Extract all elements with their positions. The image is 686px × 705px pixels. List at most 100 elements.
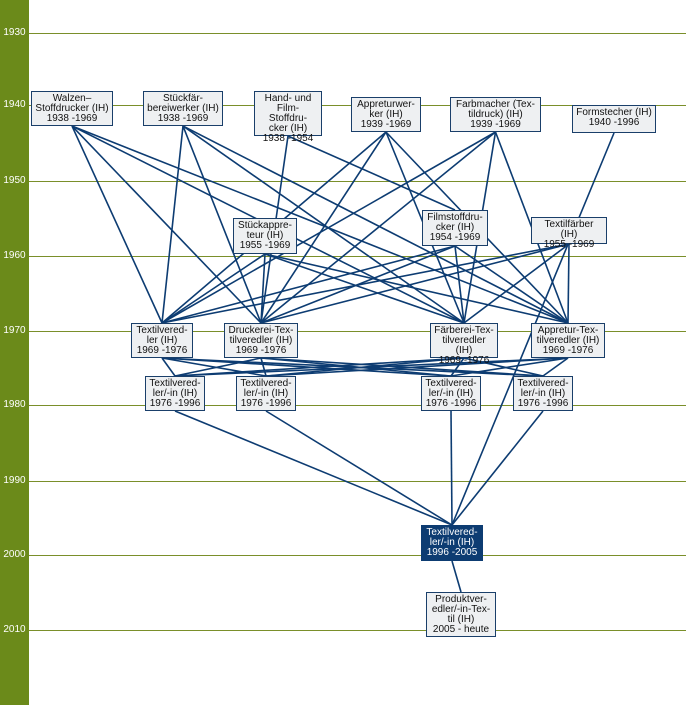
gridline-1970 bbox=[29, 331, 686, 332]
node-dates: 1938 -1969 bbox=[46, 113, 98, 124]
node-walzen[interactable]: Walzen– Stoffdrucker (IH)1938 -1969 bbox=[31, 91, 113, 126]
link-handfilm-to-filmstoffdrucker bbox=[287, 135, 456, 211]
link-textilfaerber-to-druckerei bbox=[260, 243, 570, 324]
node-tv4[interactable]: Textilvered- ler/-in (IH)1976 -1996 bbox=[513, 376, 573, 411]
node-label: Textilvered- ler/-in (IH) bbox=[240, 378, 292, 399]
node-label: Textilvered- ler/-in (IH) bbox=[517, 378, 569, 399]
link-textilfaerber-to-faerberei bbox=[463, 243, 570, 324]
node-dates: 1938 -1954 bbox=[262, 133, 314, 144]
node-dates: 1969 -1976 bbox=[438, 355, 490, 366]
node-appreturwerker[interactable]: Appreturwer- ker (IH)1939 -1969 bbox=[351, 97, 421, 132]
node-label: Formstecher (IH) bbox=[576, 107, 652, 118]
node-stueckappreteur[interactable]: Stückappre- teur (IH)1955 -1969 bbox=[233, 218, 297, 254]
link-current-to-produkt bbox=[451, 560, 462, 593]
node-dates: 1976 -1996 bbox=[517, 398, 569, 409]
link-appretur-to-tv1 bbox=[174, 357, 569, 377]
node-produkt[interactable]: Produktver- edler/-in-Tex- til (IH)2005 … bbox=[426, 592, 496, 637]
link-stueckfaer-to-appretur bbox=[182, 125, 569, 324]
node-label: Farbmacher (Tex- tildruck) (IH) bbox=[456, 99, 535, 120]
year-label-1930: 1930 bbox=[3, 27, 26, 38]
gridline-1950 bbox=[29, 181, 686, 182]
node-label: Produktver- edler/-in-Tex- til (IH) bbox=[431, 594, 491, 625]
node-dates: 1969 -1976 bbox=[235, 345, 287, 356]
link-walzen-to-textilveredler bbox=[71, 125, 163, 324]
link-filmstoffdrucker-to-appretur bbox=[454, 245, 569, 324]
node-farbmacher[interactable]: Farbmacher (Tex- tildruck) (IH)1939 -196… bbox=[450, 97, 541, 132]
link-appretur-to-tv2 bbox=[265, 357, 569, 377]
node-label: Textilvered- ler/-in (IH) bbox=[425, 378, 477, 399]
link-druckerei-to-tv1 bbox=[174, 357, 262, 377]
link-farbmacher-to-textilveredler bbox=[161, 131, 496, 324]
node-label: Filmstoffdru- cker (IH) bbox=[427, 212, 483, 233]
link-stueckfaer-to-faerberei bbox=[182, 125, 465, 324]
link-stueckappreteur-to-textilveredler bbox=[161, 253, 266, 324]
link-tv2-to-current bbox=[265, 410, 453, 526]
gridline-1930 bbox=[29, 33, 686, 34]
node-tv3[interactable]: Textilvered- ler/-in (IH)1976 -1996 bbox=[421, 376, 481, 411]
node-handfilm[interactable]: Hand- und Film-Stoffdru- cker (IH)1938 -… bbox=[254, 91, 322, 144]
link-stueckfaer-to-druckerei bbox=[182, 125, 262, 324]
link-stueckfaer-to-textilveredler bbox=[161, 125, 184, 324]
node-dates: 1996 -2005 bbox=[426, 547, 478, 558]
link-tv3-to-current bbox=[450, 410, 453, 526]
node-label: Textilvered- ler/-in (IH) bbox=[149, 378, 201, 399]
node-dates: 1955 -1969 bbox=[543, 239, 595, 250]
link-farbmacher-to-druckerei bbox=[260, 131, 497, 324]
link-filmstoffdrucker-to-faerberei bbox=[454, 245, 465, 324]
node-dates: 1939 -1969 bbox=[470, 119, 521, 130]
node-label: Färberei-Tex- tilveredler (IH) bbox=[434, 325, 494, 356]
year-label-1960: 1960 bbox=[3, 250, 26, 261]
year-label-2010: 2010 bbox=[3, 624, 26, 635]
year-label-1990: 1990 bbox=[3, 475, 26, 486]
link-faerberei-to-tv4 bbox=[463, 357, 544, 377]
node-label: Textilfärber (IH) bbox=[544, 219, 594, 240]
node-dates: 1969 -1976 bbox=[542, 345, 594, 356]
node-label: Appreturwer- ker (IH) bbox=[357, 99, 415, 120]
gridline-1960 bbox=[29, 256, 686, 257]
node-dates: 1969 -1976 bbox=[136, 345, 188, 356]
node-label: Textilvered- ler (IH) bbox=[136, 325, 188, 346]
node-textilveredler[interactable]: Textilvered- ler (IH)1969 -1976 bbox=[131, 323, 193, 358]
link-walzen-to-appretur bbox=[71, 125, 569, 324]
gridline-2000 bbox=[29, 555, 686, 556]
gridline-2010 bbox=[29, 630, 686, 631]
link-faerberei-to-tv3 bbox=[450, 357, 465, 377]
node-label: Stückfär- bereiwerker (IH) bbox=[147, 93, 219, 114]
node-filmstoffdrucker[interactable]: Filmstoffdru- cker (IH)1954 -1969 bbox=[422, 210, 488, 246]
node-dates: 1955 -1969 bbox=[239, 240, 291, 251]
node-current[interactable]: Textilvered- ler/-in (IH)1996 -2005 bbox=[421, 525, 483, 561]
node-label: Stückappre- teur (IH) bbox=[238, 220, 292, 241]
node-druckerei[interactable]: Druckerei-Tex- tilveredler (IH)1969 -197… bbox=[224, 323, 298, 358]
node-textilfaerber[interactable]: Textilfärber (IH)1955 -1969 bbox=[531, 217, 607, 250]
node-appretur[interactable]: Appretur-Tex- tilveredler (IH)1969 -1976 bbox=[531, 323, 605, 358]
node-formstecher[interactable]: Formstecher (IH)1940 -1996 bbox=[572, 105, 656, 133]
timeline-sidebar bbox=[0, 0, 29, 705]
year-label-1980: 1980 bbox=[3, 399, 26, 410]
link-druckerei-to-tv2 bbox=[260, 357, 267, 377]
node-label: Hand- und Film-Stoffdru- cker (IH) bbox=[264, 93, 312, 134]
year-label-1940: 1940 bbox=[3, 99, 26, 110]
node-tv2[interactable]: Textilvered- ler/-in (IH)1976 -1996 bbox=[236, 376, 296, 411]
node-dates: 1939 -1969 bbox=[360, 119, 412, 130]
node-tv1[interactable]: Textilvered- ler/-in (IH)1976 -1996 bbox=[145, 376, 205, 411]
link-filmstoffdrucker-to-textilveredler bbox=[161, 245, 456, 324]
link-walzen-to-druckerei bbox=[71, 125, 262, 324]
gridline-1990 bbox=[29, 481, 686, 482]
link-appretur-to-tv4 bbox=[542, 357, 569, 377]
node-dates: 1976 -1996 bbox=[149, 398, 201, 409]
link-textilfaerber-to-textilveredler bbox=[161, 243, 570, 324]
node-stueckfaer[interactable]: Stückfär- bereiwerker (IH)1938 -1969 bbox=[143, 91, 223, 126]
link-druckerei-to-tv4 bbox=[260, 357, 544, 377]
node-label: Druckerei-Tex- tilveredler (IH) bbox=[228, 325, 294, 346]
node-label: Walzen– Stoffdrucker (IH) bbox=[35, 93, 109, 114]
link-tv4-to-current bbox=[451, 410, 544, 526]
node-faerberei[interactable]: Färberei-Tex- tilveredler (IH)1969 -1976 bbox=[430, 323, 498, 366]
node-dates: 1938 -1969 bbox=[157, 113, 209, 124]
node-dates: 1976 -1996 bbox=[240, 398, 292, 409]
link-appretur-to-tv3 bbox=[450, 357, 569, 377]
node-label: Appretur-Tex- tilveredler (IH) bbox=[536, 325, 600, 346]
node-dates: 2005 - heute bbox=[432, 624, 490, 635]
gridline-1980 bbox=[29, 405, 686, 406]
